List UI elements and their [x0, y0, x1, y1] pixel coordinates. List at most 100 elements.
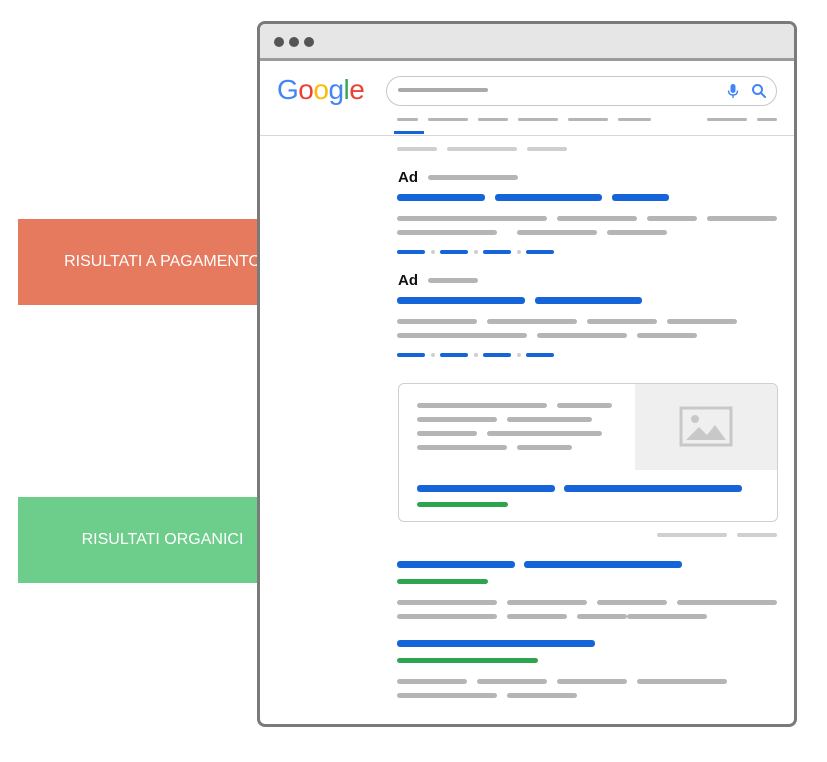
sitelink-separator [431, 250, 435, 254]
ad-description [707, 216, 777, 221]
sitelink-separator [474, 250, 478, 254]
card-text-line [557, 403, 612, 408]
organic-description [677, 600, 777, 605]
tab-item[interactable] [428, 118, 468, 121]
logo-letter: l [343, 74, 350, 105]
ad-sitelink[interactable] [397, 353, 425, 357]
organic-description [557, 679, 627, 684]
organic-url [397, 658, 538, 663]
tab-all[interactable] [397, 118, 418, 121]
ad-description [587, 319, 657, 324]
card-text-line [417, 445, 507, 450]
ad-description [397, 333, 527, 338]
browser-titlebar [260, 24, 794, 61]
ad-sitelink[interactable] [483, 250, 511, 254]
card-text-line [417, 431, 477, 436]
card-text-line [417, 403, 547, 408]
ad-description [517, 230, 597, 235]
organic-description [397, 693, 497, 698]
organic-description [507, 693, 577, 698]
organic-description [597, 600, 667, 605]
paid-results-label: RISULTATI A PAGAMENTO [64, 253, 261, 270]
organic-title-link[interactable] [397, 561, 515, 568]
organic-description [397, 600, 497, 605]
sitelink-separator [431, 353, 435, 357]
card-text-line [517, 445, 572, 450]
result-stats [397, 147, 437, 151]
ad-sitelink[interactable] [483, 353, 511, 357]
ad-sitelink[interactable] [440, 353, 468, 357]
organic-description [627, 614, 707, 619]
card-text-line [507, 417, 592, 422]
ad-sitelink[interactable] [397, 250, 425, 254]
tab-item[interactable] [618, 118, 651, 121]
organic-url [397, 579, 488, 584]
window-dot-icon[interactable] [304, 37, 314, 47]
ad-label: Ad [398, 169, 418, 186]
window-dot-icon[interactable] [274, 37, 284, 47]
card-feedback[interactable] [737, 533, 777, 537]
sitelink-separator [474, 353, 478, 357]
organic-title-link[interactable] [397, 640, 595, 647]
search-input[interactable] [386, 76, 777, 106]
card-title-link[interactable] [564, 485, 742, 492]
card-thumbnail[interactable] [635, 384, 777, 470]
ad-description [557, 216, 637, 221]
logo-letter: G [277, 74, 299, 105]
ad-description [487, 319, 577, 324]
card-feedback[interactable] [657, 533, 727, 537]
organic-description [397, 679, 467, 684]
ad-title-link[interactable] [495, 194, 602, 201]
card-text-line [487, 431, 602, 436]
sitelink-separator [517, 353, 521, 357]
tab-settings[interactable] [757, 118, 777, 121]
tab-item[interactable] [518, 118, 558, 121]
organic-description [397, 614, 497, 619]
tab-item[interactable] [478, 118, 508, 121]
logo-letter: o [313, 74, 329, 105]
logo-letter: g [328, 74, 344, 105]
result-stats [447, 147, 517, 151]
organic-description [507, 614, 567, 619]
ad-sitelink[interactable] [526, 250, 554, 254]
result-stats [527, 147, 567, 151]
microphone-icon[interactable] [727, 83, 739, 100]
tab-tools[interactable] [707, 118, 747, 121]
google-logo[interactable]: Google [277, 74, 365, 106]
ad-title-link[interactable] [397, 297, 525, 304]
logo-letter: e [349, 74, 365, 105]
ad-description [647, 216, 697, 221]
featured-result-card[interactable] [398, 383, 778, 522]
card-text-line [417, 417, 497, 422]
search-header-divider [260, 135, 794, 136]
organic-results-label: RISULTATI ORGANICI [81, 531, 244, 548]
ad-description [607, 230, 667, 235]
ad-description [667, 319, 737, 324]
ad-description [397, 216, 547, 221]
ad-label: Ad [398, 272, 418, 289]
ad-url [428, 278, 478, 283]
search-query-placeholder [398, 88, 488, 92]
browser-window: Google Ad Ad [257, 21, 797, 727]
organic-title-link[interactable] [524, 561, 682, 568]
logo-letter: o [298, 74, 314, 105]
ad-sitelink[interactable] [526, 353, 554, 357]
ad-description [397, 319, 477, 324]
ad-title-link[interactable] [535, 297, 642, 304]
ad-url [428, 175, 518, 180]
organic-description [577, 614, 627, 619]
organic-description [507, 600, 587, 605]
ad-description [397, 230, 497, 235]
tab-item[interactable] [568, 118, 608, 121]
organic-description [477, 679, 547, 684]
window-dot-icon[interactable] [289, 37, 299, 47]
ad-title-link[interactable] [397, 194, 485, 201]
card-title-link[interactable] [417, 485, 555, 492]
ad-sitelink[interactable] [440, 250, 468, 254]
image-placeholder-icon [679, 406, 733, 447]
ad-description [537, 333, 627, 338]
organic-description [637, 679, 727, 684]
ad-title-link[interactable] [612, 194, 669, 201]
magnifier-icon[interactable] [751, 83, 767, 99]
card-url [417, 502, 508, 507]
